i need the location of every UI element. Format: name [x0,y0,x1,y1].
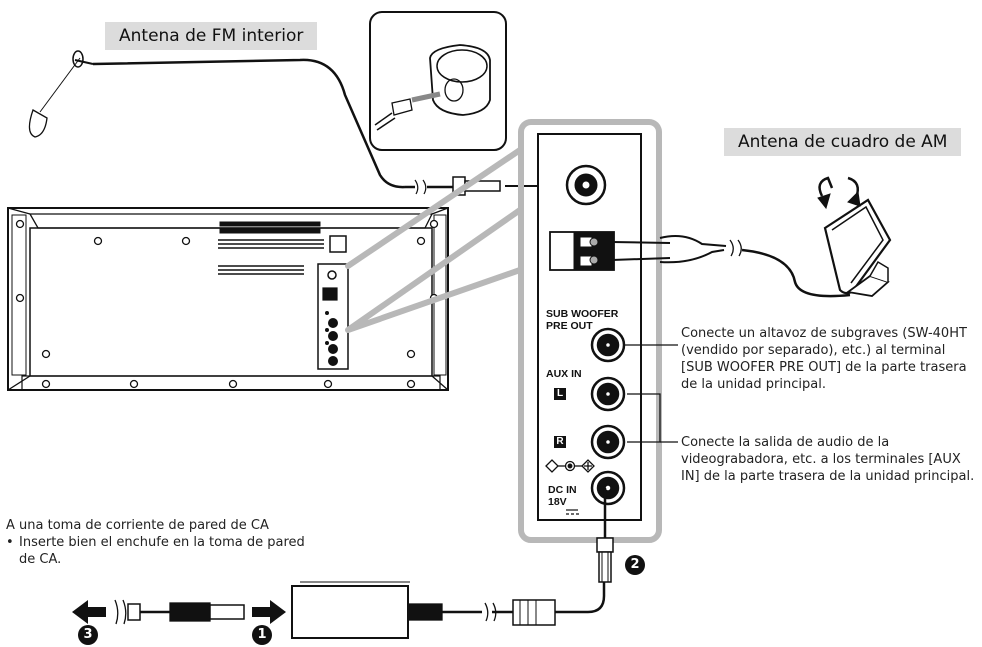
wall-outlet-note: A una toma de corriente de pared de CA [6,518,269,533]
callout-lines [625,344,678,443]
zoom-highlight [345,119,662,543]
wall-outlet-bullet: Inserte bien el enchufe en la toma de pa… [19,535,305,567]
dc-in-label-line2: 18V [548,496,567,508]
main-unit-rear [7,207,449,391]
right-channel-marker: R [554,436,566,448]
ac-adapter [114,488,614,639]
aux-note: Conecte la salida de audio de la videogr… [681,435,975,484]
dc-in-label-line1: DC IN [548,484,577,496]
step-2-badge: 2 [625,555,645,575]
sub-woofer-label-line1: SUB WOOFER [546,308,619,320]
step-3-badge: 3 [78,625,98,645]
direction-arrows [72,600,286,624]
sub-woofer-label-line2: PRE OUT [546,320,593,332]
step-1-badge: 1 [252,625,272,645]
aux-in-label: AUX IN [546,368,582,380]
am-loop-antenna [611,176,892,298]
subwoofer-note: Conecte un altavoz de subgraves (SW-40HT… [681,326,967,392]
wall-outlet-bullet-marker: • [6,535,14,550]
rear-panel-zoom [537,133,642,521]
am-antenna-label: Antena de cuadro de AM [724,128,962,156]
connector-detail-inset [369,11,507,151]
fm-antenna-label: Antena de FM interior [105,22,318,50]
left-channel-marker: L [554,388,566,400]
